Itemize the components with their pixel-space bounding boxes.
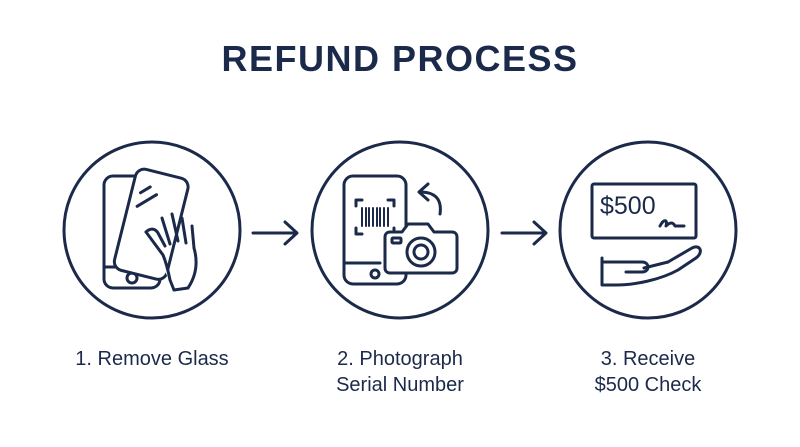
step-3-label: 3. Receive $500 Check: [538, 346, 758, 398]
step-3-circle: [558, 140, 738, 320]
page-title: REFUND PROCESS: [221, 38, 579, 79]
phone-serial-camera-icon: [342, 174, 459, 286]
step-2-circle: [310, 140, 490, 320]
step-1-circle: [62, 140, 242, 320]
step-1-label-line: 1. Remove Glass: [75, 348, 229, 370]
hand-removing-screen-protector-icon: [102, 167, 198, 292]
step-3-label-line: $500 Check: [594, 374, 702, 396]
step-2-label-line: 2. Photograph: [337, 348, 463, 370]
arrow-right-icon: [500, 220, 548, 246]
step-2-label-line: Serial Number: [336, 374, 464, 396]
check-in-hand-icon: [590, 182, 702, 287]
check-amount: $500: [600, 192, 656, 220]
step-3-label-line: 3. Receive: [600, 348, 696, 370]
arrow-right-icon: [251, 220, 299, 246]
step-1-label: 1. Remove Glass: [42, 346, 262, 372]
step-2-label: 2. Photograph Serial Number: [290, 346, 510, 398]
